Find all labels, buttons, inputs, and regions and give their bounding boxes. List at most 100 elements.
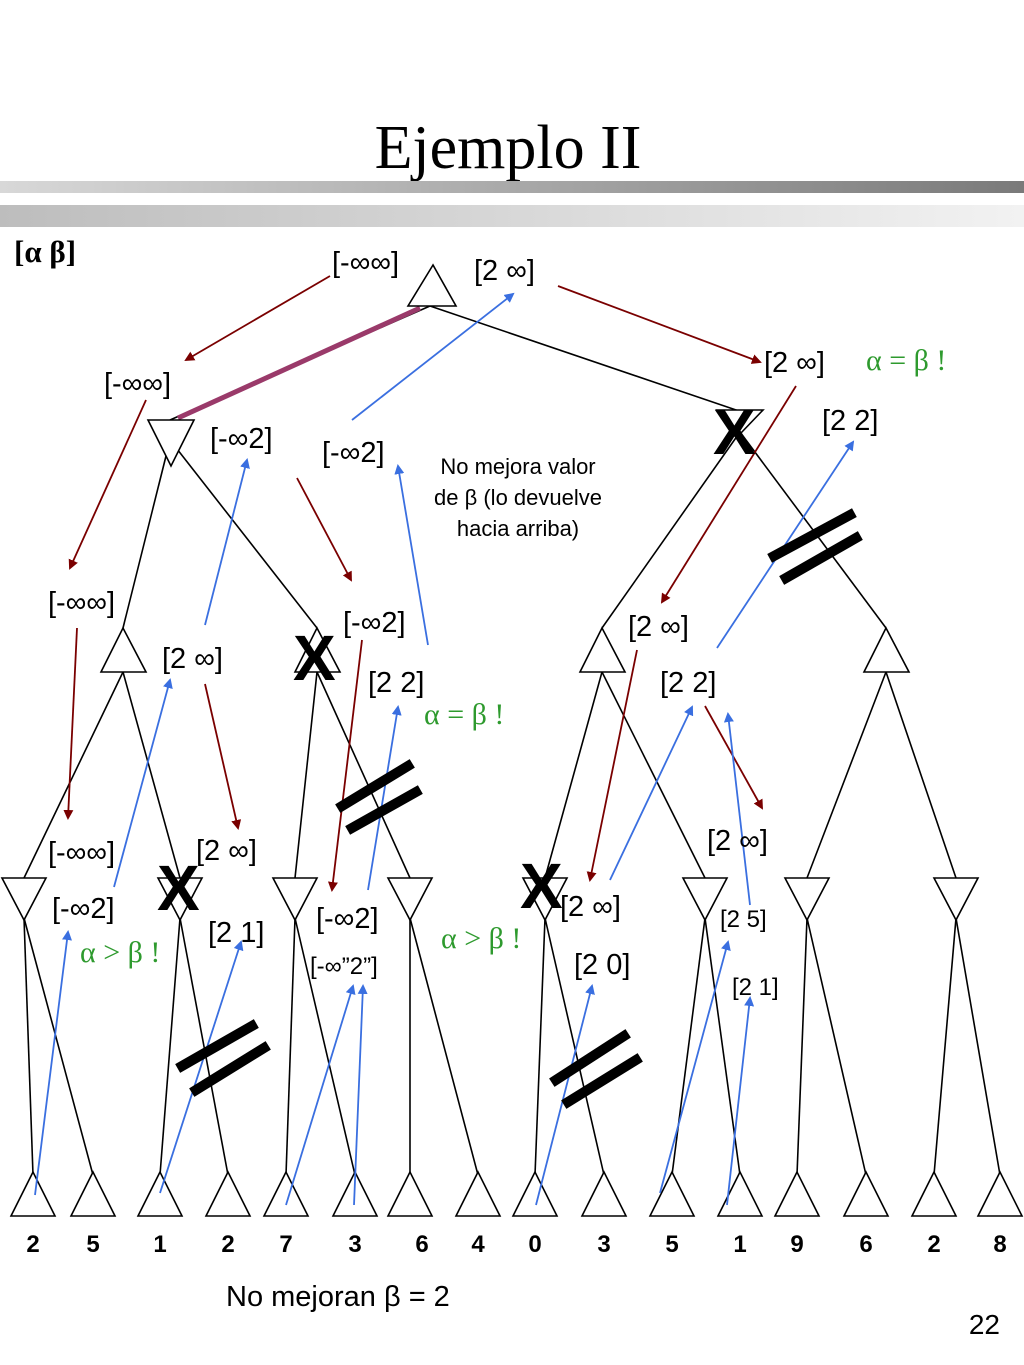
leaf-node (716, 1170, 764, 1217)
tree-nodes (0, 263, 980, 922)
slide-title: Ejemplo II (375, 114, 642, 182)
min-node-left (146, 419, 196, 468)
leaf-node (454, 1170, 502, 1217)
leaf-value: 5 (665, 1231, 678, 1258)
x-mark-1: X (713, 396, 756, 468)
label-L3c-gt: α > β ! (441, 922, 521, 955)
root-max-node (406, 263, 458, 307)
note-text: No mejora valor de β (lo devuelve hacia … (434, 454, 602, 541)
prune-cut-3 (175, 1019, 271, 1097)
leaf-node (136, 1170, 184, 1217)
footer-note: No mejoran β = 2 (226, 1281, 450, 1313)
leaf-node (262, 1170, 310, 1217)
page-number: 22 (969, 1309, 1000, 1340)
max-node-2c (578, 626, 627, 673)
leaf-value: 2 (26, 1231, 39, 1258)
leaf-nodes (9, 1170, 1024, 1217)
tree-edges (23, 305, 1001, 1176)
prune-cut-2 (335, 759, 423, 835)
label-R3a-ret: [2 0] (574, 949, 630, 981)
label-R2a-in: [2 ∞] (628, 611, 689, 643)
label-L3c-ret: [-∞”2”] (310, 953, 378, 980)
leaf-node (9, 1170, 57, 1217)
leaf-node (386, 1170, 434, 1217)
leaf-value: 6 (859, 1231, 872, 1258)
label-L2a-in: [-∞∞] (48, 587, 115, 619)
x-mark-2: X (293, 622, 336, 694)
label-L2b-eq: α = β ! (424, 698, 504, 731)
label-R1-in: [2 ∞] (764, 347, 825, 379)
label-R3a-in: [2 ∞] (560, 891, 621, 923)
min-node-3f (681, 877, 729, 922)
label-L3b-in: [2 ∞] (196, 835, 257, 867)
label-L1-in: [-∞∞] (104, 368, 171, 400)
red-arrows (63, 275, 797, 892)
x-mark-3: X (157, 852, 200, 924)
leaf-value: 1 (733, 1231, 746, 1258)
max-node-2b (293, 626, 342, 673)
note-line-3: hacia arriba) (457, 516, 579, 541)
leaf-value: 4 (471, 1231, 485, 1258)
label-L3a-gt: α > β ! (80, 936, 160, 969)
leaf-value: 3 (597, 1231, 610, 1258)
label-root-in: [-∞∞] (332, 247, 399, 279)
label-root-out: [2 ∞] (474, 255, 535, 287)
max-node-2a (99, 626, 148, 673)
note-line-2: de β (lo devuelve (434, 485, 602, 510)
label-L3b-ret: [2 1] (208, 917, 264, 949)
title-underline-bar-2 (0, 205, 1024, 227)
min-node-3e (521, 877, 569, 922)
max-node-2d (862, 626, 911, 673)
leaf-value: 2 (221, 1231, 234, 1258)
label-R1-eq: α = β ! (866, 344, 946, 377)
leaf-value: 5 (86, 1231, 99, 1258)
leaf-node (773, 1170, 821, 1217)
leaf-value: 9 (790, 1231, 803, 1258)
x-mark-4: X (520, 850, 563, 922)
leaf-value: 7 (279, 1231, 292, 1258)
note-line-1: No mejora valor (440, 454, 595, 479)
label-R1-ret: [2 2] (822, 405, 878, 437)
min-node-3c (271, 877, 319, 922)
leaf-node (910, 1170, 958, 1217)
label-R3b-in: [2 ∞] (707, 825, 768, 857)
label-L2a-ret: [2 ∞] (162, 643, 223, 675)
label-L3a-in: [-∞∞] (48, 837, 115, 869)
prune-cut-1 (767, 508, 863, 585)
leaf-node (580, 1170, 628, 1217)
label-L1-ret2: [-∞2] (322, 437, 385, 469)
alpha-beta-legend: [α β] (14, 234, 76, 269)
min-node-right (715, 409, 765, 436)
label-R3b-ret2: [2 1] (732, 974, 779, 1001)
min-node-3b (156, 877, 204, 922)
prune-cut-4 (549, 1029, 643, 1109)
leaf-node (976, 1170, 1024, 1217)
min-node-3h (932, 877, 980, 922)
x-marks: X X X X (157, 396, 756, 924)
label-L3c-in: [-∞2] (316, 903, 379, 935)
label-R3b-ret: [2 5] (720, 906, 767, 933)
leaf-value: 3 (348, 1231, 361, 1258)
leaf-node (648, 1170, 696, 1217)
leaf-node (69, 1170, 117, 1217)
title-underline-bar (0, 181, 1024, 193)
label-L3a-ret: [-∞2] (52, 893, 115, 925)
leaf-value: 8 (993, 1231, 1006, 1258)
leaf-node (204, 1170, 252, 1217)
min-node-3a (0, 877, 48, 922)
interval-labels: [-∞∞] [2 ∞] [-∞∞] [-∞2] [-∞2] [2 ∞] α = … (48, 247, 946, 1001)
label-L1-ret: [-∞2] (210, 423, 273, 455)
principal-variation-edge (176, 305, 422, 421)
leaf-value: 0 (528, 1231, 541, 1258)
leaf-node (842, 1170, 890, 1217)
leaf-node (511, 1170, 559, 1217)
leaf-value: 2 (927, 1231, 940, 1258)
label-L2b-ret: [2 2] (368, 667, 424, 699)
label-L2b-in: [-∞2] (343, 607, 406, 639)
prune-cut-marks (175, 508, 863, 1109)
min-node-3g (783, 877, 831, 922)
label-R2a-ret: [2 2] (660, 667, 716, 699)
leaf-value: 6 (415, 1231, 428, 1258)
